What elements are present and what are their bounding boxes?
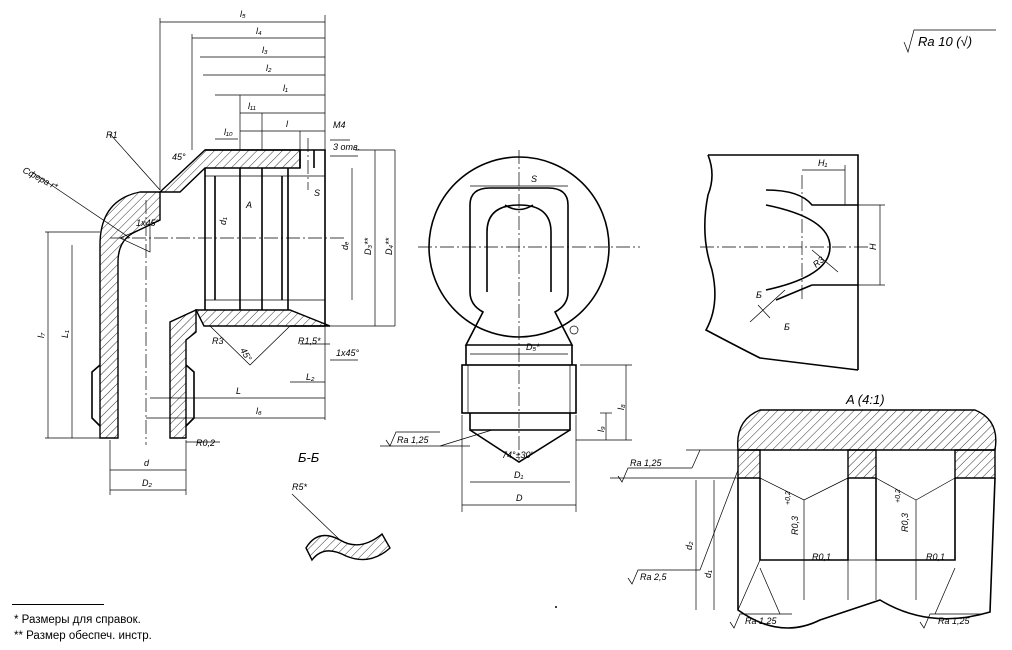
svg-text:S: S <box>314 188 320 198</box>
footnote-reference: * Размеры для справок. <box>14 614 141 626</box>
svg-text:H₁: H₁ <box>818 158 827 168</box>
svg-text:74°±30': 74°±30' <box>502 450 533 460</box>
svg-text:l₂: l₂ <box>266 63 272 73</box>
svg-text:1x45°: 1x45° <box>136 218 160 228</box>
svg-text:Ra 1,25: Ra 1,25 <box>938 616 971 626</box>
svg-text:l: l <box>286 119 289 129</box>
svg-text:H: H <box>868 243 878 250</box>
svg-text:l₁: l₁ <box>283 83 288 93</box>
svg-text:+0,2: +0,2 <box>895 489 902 503</box>
svg-text:R0,1: R0,1 <box>926 552 945 562</box>
svg-text:D: D <box>516 493 523 503</box>
svg-text:l₆: l₆ <box>256 406 262 416</box>
svg-text:R0,3: R0,3 <box>790 516 800 535</box>
footnote-tool: ** Размер обеспеч. инстр. <box>14 630 152 642</box>
svg-text:l₁₀: l₁₀ <box>224 127 233 137</box>
svg-text:l₁₁: l₁₁ <box>248 101 256 111</box>
svg-text:l₅: l₅ <box>240 9 246 19</box>
svg-text:Ra 2,5: Ra 2,5 <box>640 572 668 582</box>
svg-text:l₄: l₄ <box>256 26 262 36</box>
svg-text:Ra 1,25: Ra 1,25 <box>745 616 778 626</box>
svg-text:+0,2: +0,2 <box>785 491 792 505</box>
svg-text:45°: 45° <box>172 152 186 162</box>
general-roughness: Ra 10 (√) <box>903 29 996 54</box>
section-bb-profile: R5* <box>291 482 391 562</box>
svg-text:L: L <box>236 386 241 396</box>
svg-text:D₂: D₂ <box>142 478 152 488</box>
svg-text:dₑ: dₑ <box>340 241 350 250</box>
svg-text:R3: R3 <box>212 336 224 346</box>
svg-text:A: A <box>245 200 252 210</box>
svg-text:D₃**: D₃** <box>363 237 373 255</box>
svg-text:Сфера r*: Сфера r* <box>21 165 60 192</box>
svg-text:Ra 1,25: Ra 1,25 <box>397 435 430 445</box>
svg-text:R0,2: R0,2 <box>196 438 215 448</box>
svg-text:Б: Б <box>756 290 762 300</box>
main-view: l₅ l₄ l₃ l₂ l₁ l₁₁ l l₁₀ M4 3 отв. R1 45… <box>21 9 396 495</box>
svg-text:45°: 45° <box>238 346 254 363</box>
svg-text:l₃: l₃ <box>262 45 268 55</box>
svg-text:Ra 1,25: Ra 1,25 <box>630 458 663 468</box>
footnote-rule <box>12 604 104 605</box>
svg-text:Б-Б: Б-Б <box>298 450 320 465</box>
svg-text:R1,5*: R1,5* <box>298 336 321 346</box>
svg-text:R1: R1 <box>106 130 118 140</box>
upper-right-view: H₁ H R3 Б Б <box>700 154 885 371</box>
svg-text:R5*: R5* <box>292 482 308 492</box>
svg-text:l₈: l₈ <box>616 404 626 410</box>
svg-text:d₁: d₁ <box>218 217 228 225</box>
svg-text:D₁: D₁ <box>514 470 523 480</box>
svg-text:d₁: d₁ <box>703 570 713 578</box>
svg-text:Б: Б <box>784 322 790 332</box>
svg-text:D₄**: D₄** <box>384 237 394 255</box>
svg-text:M4: M4 <box>333 120 346 130</box>
svg-text:l₉: l₉ <box>596 426 606 432</box>
svg-text:3 отв.: 3 отв. <box>333 142 360 152</box>
detail-a-view: A (4:1) Ra 1,25 Ra 2,5 d₂ d₁ <box>610 392 997 629</box>
svg-text:R0,1: R0,1 <box>812 552 831 562</box>
svg-text:L₂: L₂ <box>306 372 315 382</box>
svg-text:R3: R3 <box>811 254 826 269</box>
side-view: S D₅* l₈ l₉ Ra 1,25 74°±30' D₁ D <box>380 150 640 512</box>
svg-text:d: d <box>144 458 150 468</box>
svg-text:1x45°: 1x45° <box>336 348 360 358</box>
svg-text:D₅*: D₅* <box>526 342 540 352</box>
svg-text:Ra 10 (√): Ra 10 (√) <box>918 34 972 49</box>
svg-text:l₇: l₇ <box>36 332 46 338</box>
svg-text:S: S <box>531 174 537 184</box>
svg-text:R0,3: R0,3 <box>900 513 910 532</box>
svg-text:d₂: d₂ <box>684 541 694 550</box>
svg-text:A (4:1): A (4:1) <box>845 392 885 407</box>
svg-text:L₁: L₁ <box>60 330 70 338</box>
